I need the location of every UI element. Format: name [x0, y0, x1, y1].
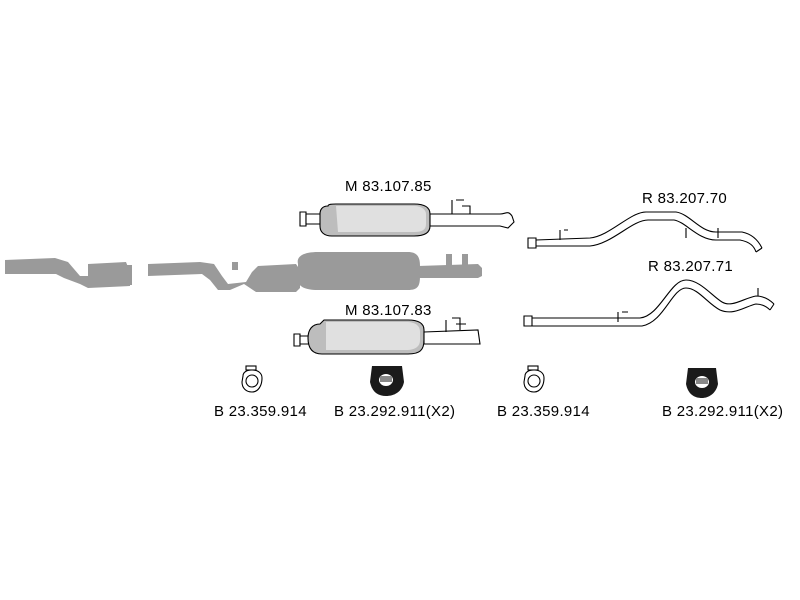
clamp-icon — [523, 365, 545, 393]
middle-silencer-lower — [293, 317, 481, 355]
rubber-hanger-icon — [370, 366, 404, 396]
accessory-label-hanger-2: B 23.292.911(X2) — [662, 403, 784, 420]
part-label-middle-lower: M 83.107.83 — [345, 302, 432, 319]
part-label-rear-lower: R 83.207.71 — [648, 258, 734, 275]
rear-pipe-upper — [527, 211, 763, 253]
part-label-rear-upper: R 83.207.70 — [642, 190, 728, 207]
accessory-label-clamp-2: B 23.359.914 — [497, 403, 590, 420]
rear-pipe-lower — [523, 279, 775, 327]
front-pipe-silhouette — [5, 258, 132, 288]
accessory-label-clamp-1: B 23.359.914 — [214, 403, 307, 420]
middle-silencer-upper — [299, 199, 515, 237]
main-section-silhouette — [148, 252, 482, 292]
accessory-label-hanger-1: B 23.292.911(X2) — [334, 403, 456, 420]
clamp-icon — [241, 365, 263, 393]
part-label-middle-upper: M 83.107.85 — [345, 178, 432, 195]
rubber-hanger-icon — [686, 368, 718, 398]
